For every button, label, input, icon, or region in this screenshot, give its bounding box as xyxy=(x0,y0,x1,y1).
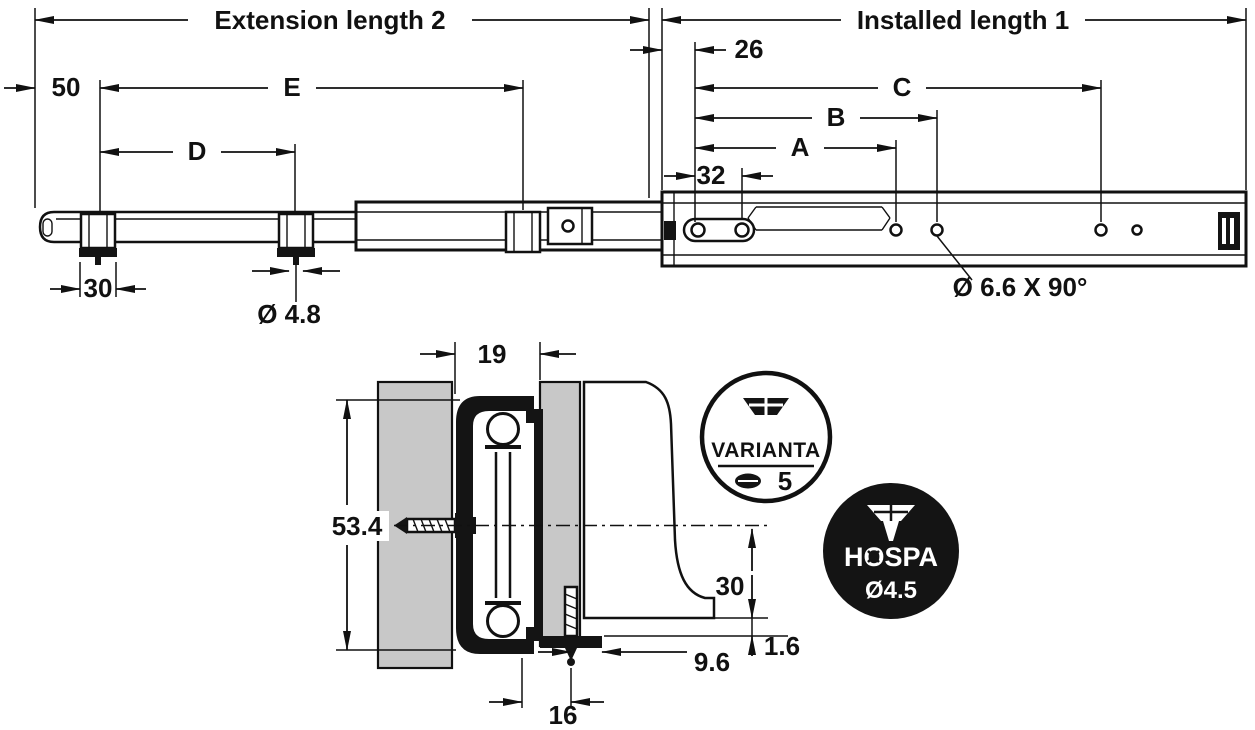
screw-cross-detail xyxy=(867,550,880,563)
front-slot xyxy=(42,218,53,237)
dim-c: C xyxy=(893,72,912,102)
screw-hole-a xyxy=(889,223,903,237)
rear-end-cap xyxy=(1218,212,1240,250)
varianta-badge: VARIANTA 5 xyxy=(699,370,833,504)
countersunk-screw-icon xyxy=(743,398,789,415)
drawer-bottom-edge xyxy=(540,636,602,648)
euro-screw-head-icon xyxy=(735,473,761,489)
drawer-profile xyxy=(582,380,716,620)
vertical-screw xyxy=(563,585,579,666)
dim-26: 26 xyxy=(735,34,764,64)
varianta-label: VARIANTA xyxy=(711,439,820,462)
varianta-screw-size: 5 xyxy=(778,466,792,496)
dim-30-section: 30 xyxy=(716,571,745,601)
hospa-badge: HOSPA Ø4.5 xyxy=(823,483,959,619)
dim-53-4: 53.4 xyxy=(332,511,383,541)
screw-hole-b xyxy=(930,223,944,237)
extension-length-label: Extension length 2 xyxy=(214,5,445,35)
hospa-screw-size: Ø4.5 xyxy=(865,577,917,604)
dim-32: 32 xyxy=(697,160,726,190)
dim-1-6: 1.6 xyxy=(764,631,800,661)
bracket-pin xyxy=(95,257,101,265)
dim-30-bracket: 30 xyxy=(84,273,113,303)
countersunk-screw-icon xyxy=(867,505,915,541)
cabinet-member-rail xyxy=(660,190,1248,268)
bracket-pin xyxy=(293,257,299,265)
screw-hole-c xyxy=(1094,223,1108,237)
front-stop xyxy=(664,221,676,240)
section-dimensions: 19 53.4 30 1.6 9.6 16 xyxy=(325,339,800,730)
installed-length-label: Installed length 1 xyxy=(857,5,1069,35)
slot-hole-2 xyxy=(734,222,750,238)
ball-bearing-top xyxy=(486,412,520,446)
mounting-bracket-2 xyxy=(277,212,315,265)
dim-19: 19 xyxy=(478,339,507,369)
release-latch xyxy=(546,206,594,246)
rail-side-view xyxy=(38,190,1248,268)
dim-9-6: 9.6 xyxy=(694,647,730,677)
mounting-bracket-3 xyxy=(504,210,542,254)
dim-4-8: Ø 4.8 xyxy=(257,299,321,329)
mounting-bracket-1 xyxy=(79,212,117,265)
hospa-label: HOSPA xyxy=(844,542,938,572)
dim-d: D xyxy=(188,136,207,166)
cross-section-view xyxy=(376,380,770,670)
top-dimensions: Extension length 2 Installed length 1 50… xyxy=(4,5,1247,329)
dim-a: A xyxy=(791,132,810,162)
screw-hole-rear xyxy=(1131,224,1143,236)
slot-hole-1 xyxy=(690,222,706,238)
ball-bearing-bottom xyxy=(486,604,520,638)
dim-b: B xyxy=(827,102,846,132)
badge-circle xyxy=(823,483,959,619)
dim-e: E xyxy=(283,72,300,102)
dim-6-6: Ø 6.6 X 90° xyxy=(953,272,1088,302)
dim-50: 50 xyxy=(52,72,81,102)
dim-16: 16 xyxy=(549,700,578,730)
